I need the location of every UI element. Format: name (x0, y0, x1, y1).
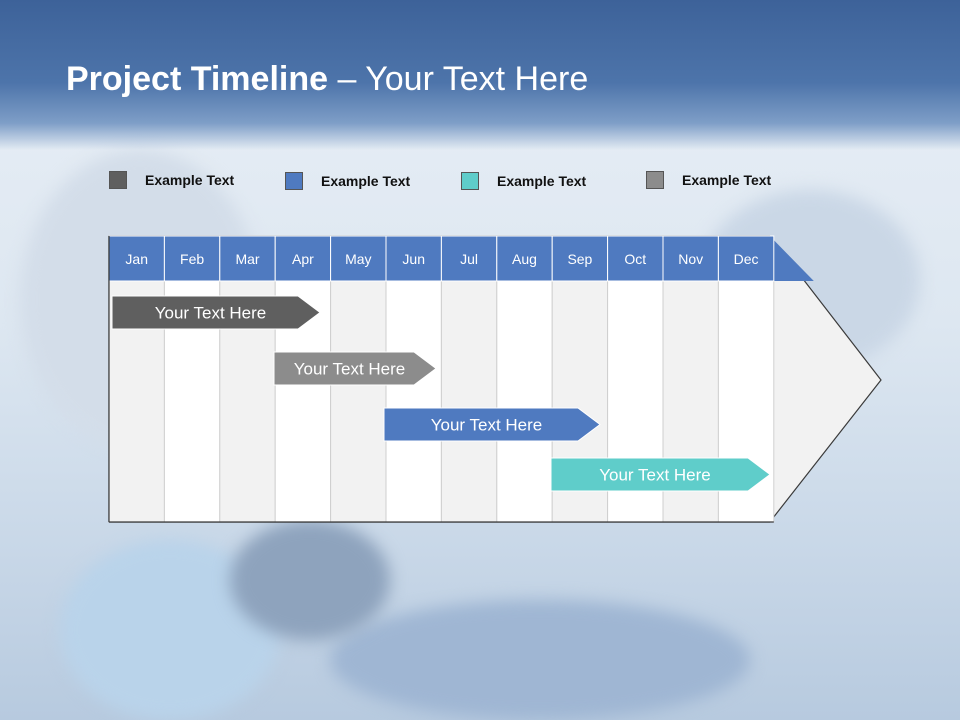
month-header-cell-nov (662, 235, 719, 282)
legend-item-2: Example Text (285, 171, 410, 191)
legend-item-1: Example Text (109, 170, 234, 190)
timeline-bar-label-1: Your Text Here (155, 304, 267, 323)
timeline-bar-shape-1 (111, 295, 321, 330)
month-label-dec: Dec (734, 251, 759, 267)
timeline-bar-2: Your Text Here (273, 351, 437, 386)
legend-item-4: Example Text (646, 170, 771, 190)
month-label-nov: Nov (678, 251, 703, 267)
legend-label-1: Example Text (145, 172, 235, 188)
month-label-sep: Sep (567, 251, 592, 267)
month-header-cell-sep (551, 235, 609, 282)
month-header-cell-oct (607, 235, 664, 282)
month-label-apr: Apr (292, 251, 314, 267)
legend-label-2: Example Text (321, 173, 411, 189)
month-header-cell-may (330, 235, 387, 282)
month-label-aug: Aug (512, 251, 537, 267)
timeline-bar-label-4: Your Text Here (599, 466, 711, 485)
timeline-bar-shape-3 (383, 407, 601, 442)
month-label-oct: Oct (624, 251, 646, 267)
month-header-cell-dec (717, 235, 775, 282)
legend-swatch-2 (285, 172, 303, 190)
title-bold: Project Timeline (66, 60, 329, 98)
timeline-bar-label-2: Your Text Here (294, 360, 406, 379)
timeline-arrow-head-header (769, 236, 814, 281)
timeline-bar-shape-4 (550, 457, 771, 492)
bg-test-tubes (330, 600, 750, 720)
month-column-jun (385, 280, 442, 523)
title-rest: – Your Text Here (328, 60, 589, 98)
legend-item-3: Example Text (461, 171, 586, 191)
legend-label-4: Example Text (682, 172, 772, 188)
title-banner (0, 0, 960, 150)
timeline-bar-label-3: Your Text Here (431, 416, 543, 435)
month-header-cell-aug (496, 235, 553, 282)
month-column-jul (440, 280, 498, 523)
legend-swatch-3 (461, 172, 479, 190)
timeline-bar-shape-2 (273, 351, 437, 386)
month-header-cell-mar (219, 235, 276, 282)
bg-microscope (230, 520, 390, 640)
month-label-jul: Jul (460, 251, 478, 267)
month-column-may (330, 280, 387, 523)
month-header-cell-jul (440, 235, 498, 282)
legend-swatch-4 (646, 171, 664, 189)
timeline-bar-1: Your Text Here (111, 295, 321, 330)
timeline-bar-4: Your Text Here (550, 457, 771, 492)
month-label-jun: Jun (402, 251, 425, 267)
legend-swatch-1 (109, 171, 127, 189)
legend-label-3: Example Text (497, 173, 587, 189)
timeline-bar-3: Your Text Here (383, 407, 601, 442)
month-header-cell-apr (274, 235, 332, 282)
month-header-cell-jun (385, 235, 442, 282)
month-column-aug (496, 280, 553, 523)
month-label-jan: Jan (125, 251, 148, 267)
month-label-mar: Mar (235, 251, 259, 267)
month-label-feb: Feb (180, 251, 204, 267)
month-label-may: May (345, 251, 371, 267)
page-title: Project Timeline – Your Text Here (66, 60, 588, 99)
